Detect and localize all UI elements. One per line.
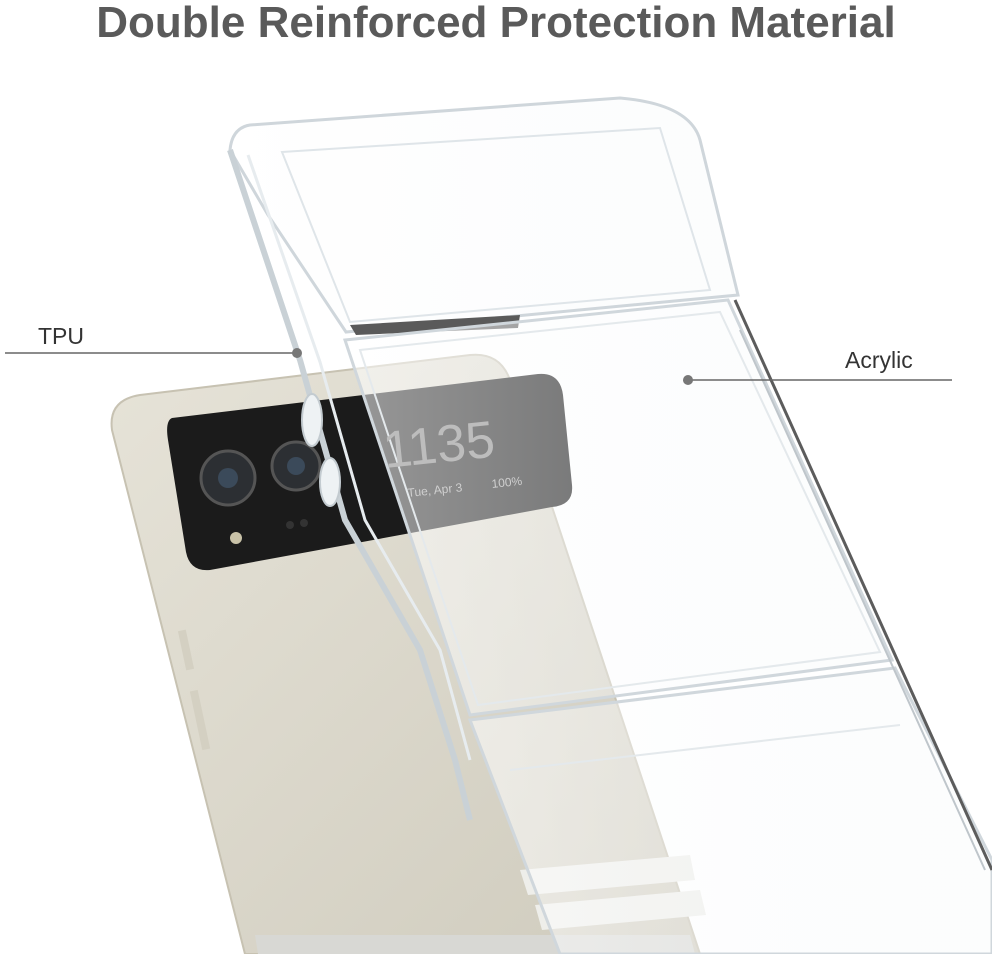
cover-screen-date: Tue, Apr 3 <box>407 480 463 500</box>
acrylic-label: Acrylic <box>845 347 913 373</box>
tpu-callout-dot <box>292 348 302 358</box>
page-title: Double Reinforced Protection Material <box>96 0 896 47</box>
cover-screen-battery: 100% <box>491 474 523 491</box>
flash-icon <box>230 532 242 544</box>
acrylic-callout-dot <box>683 375 693 385</box>
tpu-label: TPU <box>38 323 84 349</box>
transparent-case <box>227 96 992 954</box>
cover-screen-time: 1135 <box>380 411 497 480</box>
